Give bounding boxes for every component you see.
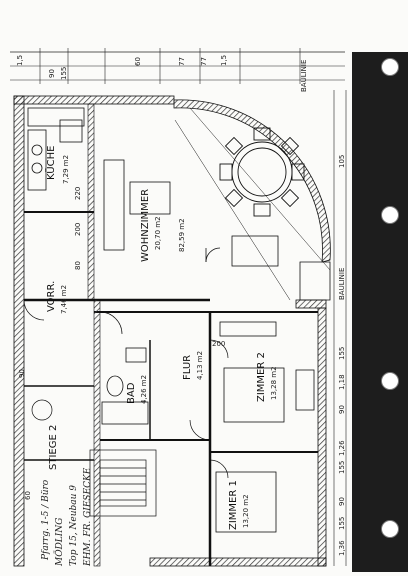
dimension-label: 90 [18, 369, 26, 378]
dimension-chain-right [333, 90, 347, 566]
plan-note: 82,59 m2 [178, 218, 186, 252]
dimension-label: 155 [338, 347, 346, 360]
room-area-living: 20,70 m2 [154, 216, 162, 250]
room-name-bedroom-1: ZIMMER 1 [228, 480, 239, 530]
room-area-corridor: 4,13 m2 [196, 351, 204, 380]
punch-hole [381, 206, 399, 224]
room-name-hall: VORR. [46, 281, 57, 312]
punch-hole [381, 520, 399, 538]
label-baulinie-top: BAULINIE [300, 60, 308, 92]
interior-walls [24, 103, 318, 567]
dimension-label: 80 [74, 261, 82, 270]
binder-margin [352, 52, 408, 572]
dimension-label: 1,18 [338, 374, 346, 390]
kitchen-counter [27, 107, 85, 191]
door-swings [23, 299, 229, 479]
label-baulinie-right: BAULINIE [338, 268, 346, 300]
dimension-label: 1,26 [338, 440, 346, 456]
dimension-label: 90 [48, 69, 56, 78]
dimension-label: 155 [338, 517, 346, 530]
dining-table [219, 127, 305, 217]
dimension-label: 77 [200, 57, 208, 66]
dimension-label: 155 [338, 461, 346, 474]
room-name-living: WOHNZIMMER [140, 189, 151, 262]
handwriting-line: EHM. FR. GIESECKE [83, 467, 93, 567]
room-area-bath: 4,26 m2 [140, 375, 148, 404]
dimension-label: 1,5 [16, 55, 24, 66]
dimension-label: 90 [338, 405, 346, 414]
room-name-corridor: FLUR [182, 355, 193, 380]
dimension-label: 200 [212, 340, 225, 348]
punch-hole [381, 58, 399, 76]
bedroom-furniture [215, 321, 315, 533]
staircase [31, 399, 157, 517]
exterior-walls [13, 95, 331, 567]
living-furniture [103, 107, 331, 301]
room-area-hall: 7,46 m2 [60, 285, 68, 314]
room-name-bedroom-2: ZIMMER 2 [256, 352, 267, 402]
punch-hole [381, 372, 399, 390]
room-area-bedroom-2: 13,28 m2 [270, 366, 278, 400]
dimension-label: 105 [338, 155, 346, 168]
handwritten-notes: MÖDLING Top 15, Neubau 9 EHM. FR. GIESEC… [41, 467, 93, 567]
dimension-label: 77 [178, 57, 186, 66]
room-name-stairs: STIEGE 2 [48, 425, 59, 470]
dimension-label: 1,36 [338, 540, 346, 556]
dimension-label: 220 [74, 187, 82, 200]
room-area-kitchen: 7,29 m2 [62, 155, 70, 184]
room-name-bath: BAD [126, 382, 137, 404]
handwriting-line: Pfarrg. 1-5 / Büro [41, 479, 51, 561]
room-area-bedroom-1: 13,20 m2 [242, 494, 250, 528]
bath-fixtures [101, 347, 149, 425]
dimension-label: 90 [338, 497, 346, 506]
room-name-kitchen: KÜCHE [44, 146, 57, 180]
dimension-label: 60 [134, 57, 142, 66]
handwriting-line: Top 15, Neubau 9 [69, 485, 79, 566]
dimension-label: 155 [60, 67, 68, 80]
dimension-label: 60 [24, 491, 32, 500]
dimension-label: 200 [74, 223, 82, 236]
handwriting-line: MÖDLING [53, 518, 65, 567]
dimension-label: 1,5 [220, 55, 228, 66]
dimension-chain-top [10, 48, 345, 84]
